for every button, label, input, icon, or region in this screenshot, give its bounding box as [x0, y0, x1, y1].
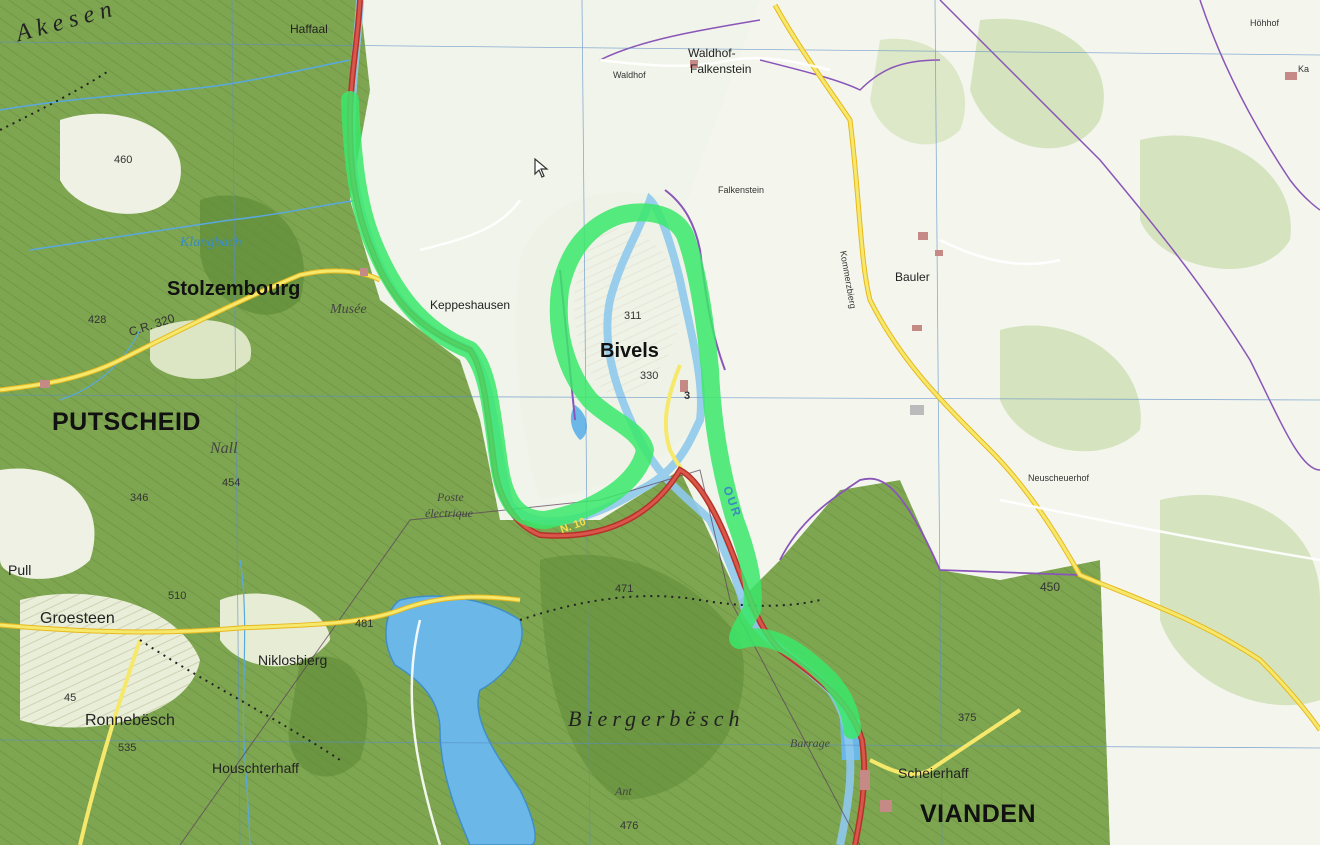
elevation-311: 311	[624, 310, 642, 322]
boundary-3	[939, 0, 1320, 471]
elevation-375: 375	[958, 712, 977, 724]
elevation-3: 3	[684, 390, 691, 402]
label-ka: Ka	[1298, 64, 1310, 74]
elevation-346: 346	[130, 492, 149, 504]
forest-patch-east-4	[1160, 494, 1320, 706]
forest-patch-east-1	[970, 18, 1104, 149]
label-groesteen: Groesteen	[40, 610, 115, 627]
highlighted-route	[341, 91, 861, 739]
clearing-1	[60, 113, 181, 214]
label-poste-2: électrique	[425, 506, 473, 520]
label-scheierhaff: Scheierhaff	[898, 765, 969, 781]
elevation-471: 471	[615, 583, 634, 595]
label-waldhof: Waldhof	[613, 70, 646, 80]
road-south-west	[78, 639, 142, 845]
stream-4	[59, 329, 141, 401]
elevation-535: 535	[118, 742, 137, 754]
label-keppeshausen: Keppeshausen	[430, 298, 511, 312]
label-hohhof: Höhhof	[1250, 18, 1280, 28]
minor-roads	[410, 56, 1320, 845]
label-ant: Ant	[615, 784, 632, 798]
darker-valley-3	[288, 656, 368, 777]
label-nall: Nall	[210, 440, 238, 457]
label-biergerbesch: Biergerbësch	[568, 706, 745, 731]
elevation-454: 454	[222, 477, 241, 489]
elevation-45: 45	[64, 692, 77, 704]
label-waldhof-falkenstein-2: Falkenstein	[690, 62, 752, 76]
label-bauler: Bauler	[895, 270, 930, 284]
boundary-2	[599, 19, 761, 61]
elevation-510: 510	[168, 590, 187, 602]
label-putscheid: PUTSCHEID	[52, 408, 201, 436]
label-waldhof-falkenstein-1: Waldhof-	[688, 46, 736, 60]
boundary-4	[779, 477, 1081, 576]
label-ronnebesch: Ronnebësch	[85, 712, 175, 729]
boundary-5	[1199, 0, 1320, 211]
elevation-476: 476	[620, 820, 639, 832]
elevation-330: 330	[640, 370, 659, 382]
label-klangbach: Klangbach	[180, 235, 242, 250]
boundary-1	[759, 59, 941, 91]
label-neuscheuerhof: Neuscheuerhof	[1028, 473, 1090, 483]
clearing-4	[220, 593, 330, 667]
label-falkenstein: Falkenstein	[718, 185, 765, 195]
road-vianden-local	[869, 708, 1022, 777]
elevation-460: 460	[114, 154, 133, 166]
road-groesteen-inner	[0, 595, 521, 634]
label-barrage: Barrage	[790, 736, 830, 750]
elevation-450: 450	[1040, 580, 1061, 594]
label-haffaal: Haffaal	[290, 22, 328, 36]
label-niklosbierg: Niklosbierg	[258, 652, 328, 668]
trail-dotted	[519, 595, 821, 621]
clearing-2	[0, 468, 95, 579]
label-poste-1: Poste	[437, 490, 464, 504]
darker-valley-2	[540, 554, 744, 800]
forest-patch-east-2	[1140, 135, 1291, 269]
road-kommerz-inner	[773, 4, 1320, 731]
buildings	[40, 60, 1297, 812]
label-musee: Musée	[330, 302, 367, 317]
forest-patch-east-3	[1000, 325, 1141, 452]
elevation-428: 428	[88, 314, 107, 326]
label-stolzembourg: Stolzembourg	[167, 278, 301, 300]
forest-patch-east-5	[870, 38, 966, 145]
stream-1	[0, 59, 351, 111]
label-vianden: VIANDEN	[920, 800, 1037, 828]
stream-klangbach	[29, 199, 361, 251]
trail-dotted-3	[0, 69, 111, 131]
road-cr320-inner	[0, 269, 381, 392]
label-houschterhaff: Houschterhaff	[212, 760, 299, 776]
elevation-481: 481	[355, 618, 374, 630]
label-bivels: Bivels	[600, 340, 659, 362]
clearing-5	[150, 320, 252, 379]
label-pull: Pull	[8, 562, 32, 578]
